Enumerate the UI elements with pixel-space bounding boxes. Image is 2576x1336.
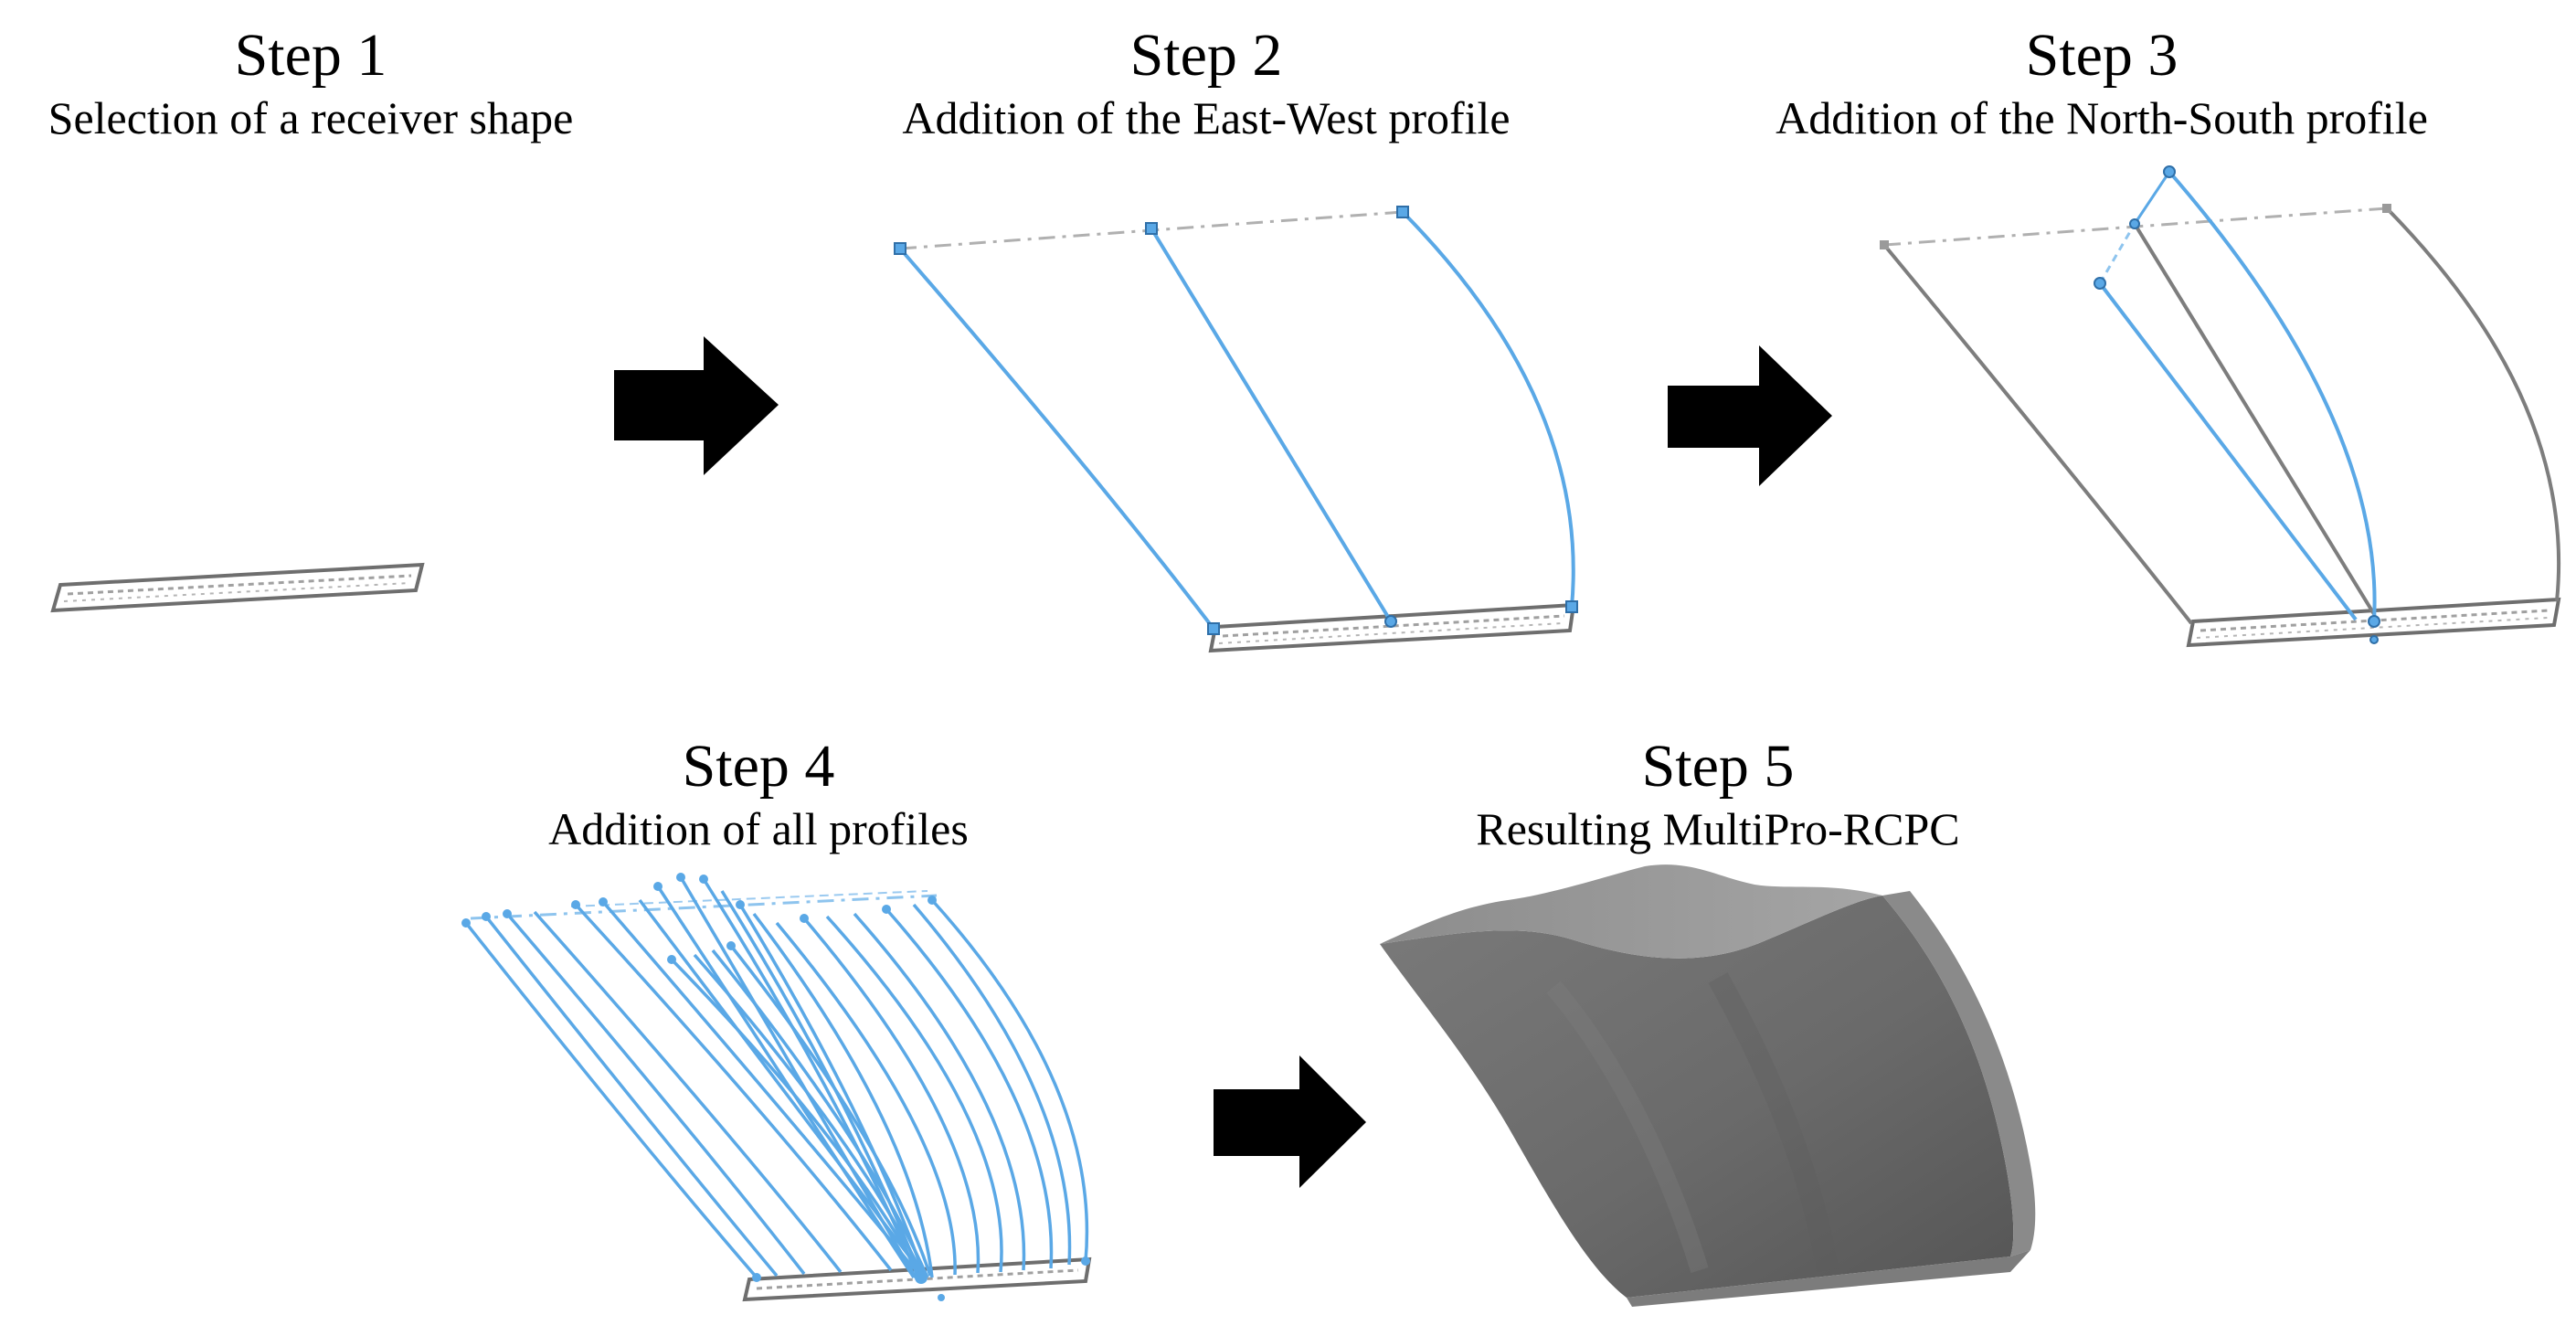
profile-curve [2098, 281, 2358, 621]
arrow-right-icon [614, 336, 779, 475]
control-point [1880, 240, 1889, 249]
step-5-subtitle: Resulting MultiPro-RCPC [1476, 803, 1960, 854]
step-5-title: Step 5 [1641, 733, 1795, 800]
control-point [2382, 204, 2391, 213]
step-2-caption: Step 2 Addition of the East-West profile [786, 22, 1627, 143]
control-point [800, 914, 809, 923]
control-point [482, 912, 491, 921]
control-point [571, 900, 580, 909]
control-point [599, 897, 608, 907]
control-point [1081, 1256, 1090, 1266]
step-3-caption: Step 3 Addition of the North-South profi… [1645, 22, 2559, 143]
arrow-right-icon [1214, 1055, 1366, 1188]
step-1-receiver-shape [50, 562, 425, 613]
step-1-subtitle: Selection of a receiver shape [48, 92, 574, 143]
profile-curve [2133, 222, 2376, 616]
control-point [882, 905, 891, 914]
control-point [915, 1271, 928, 1284]
step-2-title: Step 2 [1129, 22, 1283, 89]
control-point [461, 918, 471, 928]
control-point [2368, 615, 2380, 628]
step-3-subtitle: Addition of the North-South profile [1776, 92, 2428, 143]
control-point [726, 941, 736, 950]
control-point [928, 896, 937, 905]
control-point [938, 1294, 945, 1301]
control-point [752, 1273, 761, 1282]
step-2-subtitle: Addition of the East-West profile [902, 92, 1511, 143]
control-point [2369, 635, 2379, 644]
control-point [1396, 206, 1409, 218]
profile-curve [898, 247, 1215, 631]
step-5-solid [1380, 864, 2036, 1307]
control-point [736, 900, 745, 909]
arrow-right-icon [1668, 345, 1832, 486]
construction-line [470, 894, 938, 920]
control-point [667, 955, 676, 964]
step-1-caption: Step 1 Selection of a receiver shape [0, 22, 621, 143]
control-point [2129, 218, 2140, 229]
step-2-receiver-shape [1208, 602, 1576, 653]
control-point [503, 909, 512, 918]
control-point [2094, 277, 2106, 290]
control-point [894, 242, 906, 255]
step-1-title: Step 1 [234, 22, 387, 89]
control-point [699, 875, 708, 884]
step-4-subtitle: Addition of all profiles [548, 803, 969, 854]
profile-curve [2168, 170, 2377, 622]
step-3-profiles [1880, 165, 2561, 648]
control-point [1207, 622, 1220, 635]
step-5-caption: Step 5 Resulting MultiPro-RCPC [1352, 733, 2083, 854]
step-4-profiles [461, 873, 1092, 1302]
construction-line [2098, 223, 2136, 284]
step-4-caption: Step 4 Addition of all profiles [384, 733, 1133, 854]
control-point [1565, 600, 1578, 613]
profile-curve [1882, 243, 2193, 625]
control-point [676, 873, 685, 882]
step-3-title: Step 3 [2025, 22, 2178, 89]
profile-curve [1401, 210, 1575, 608]
control-point [1384, 615, 1397, 628]
construction-line [570, 890, 928, 907]
profile-curve [2385, 207, 2561, 602]
step-4-title: Step 4 [682, 733, 835, 800]
step-2-profiles [894, 206, 1578, 653]
profile-curve [1150, 227, 1393, 623]
control-point [2163, 165, 2176, 178]
control-point [653, 882, 663, 891]
control-point [1145, 222, 1158, 235]
